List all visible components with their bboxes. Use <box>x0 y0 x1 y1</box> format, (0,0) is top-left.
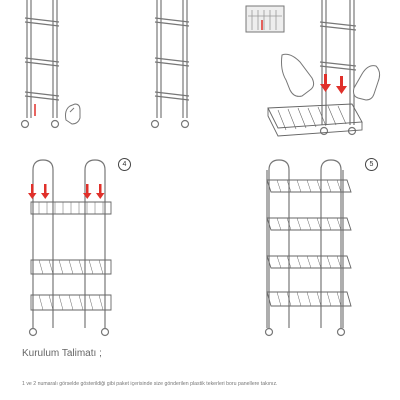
wire-basket <box>266 179 352 307</box>
instructions-title: Kurulum Talimatı ; <box>22 348 102 359</box>
arrow-down-icon <box>28 184 105 199</box>
left-hand-icon <box>281 53 315 97</box>
right-hand-icon <box>353 65 381 101</box>
step-number-badge: 4 <box>118 158 131 171</box>
step-1-illustration <box>0 0 100 140</box>
arrow-down-icon <box>320 74 347 94</box>
instructions-text: 1 ve 2 numaralı görselde gösterildiği gi… <box>22 381 278 387</box>
detail-inset <box>245 5 285 33</box>
step-number-badge: 5 <box>365 158 378 171</box>
wire-basket <box>30 201 112 311</box>
hand-press-icon <box>65 103 81 125</box>
step-5-illustration <box>255 150 385 340</box>
step-3-illustration <box>240 0 400 145</box>
step-2-illustration <box>140 0 210 140</box>
step-4-illustration <box>15 150 140 340</box>
wire-basket <box>267 103 363 137</box>
